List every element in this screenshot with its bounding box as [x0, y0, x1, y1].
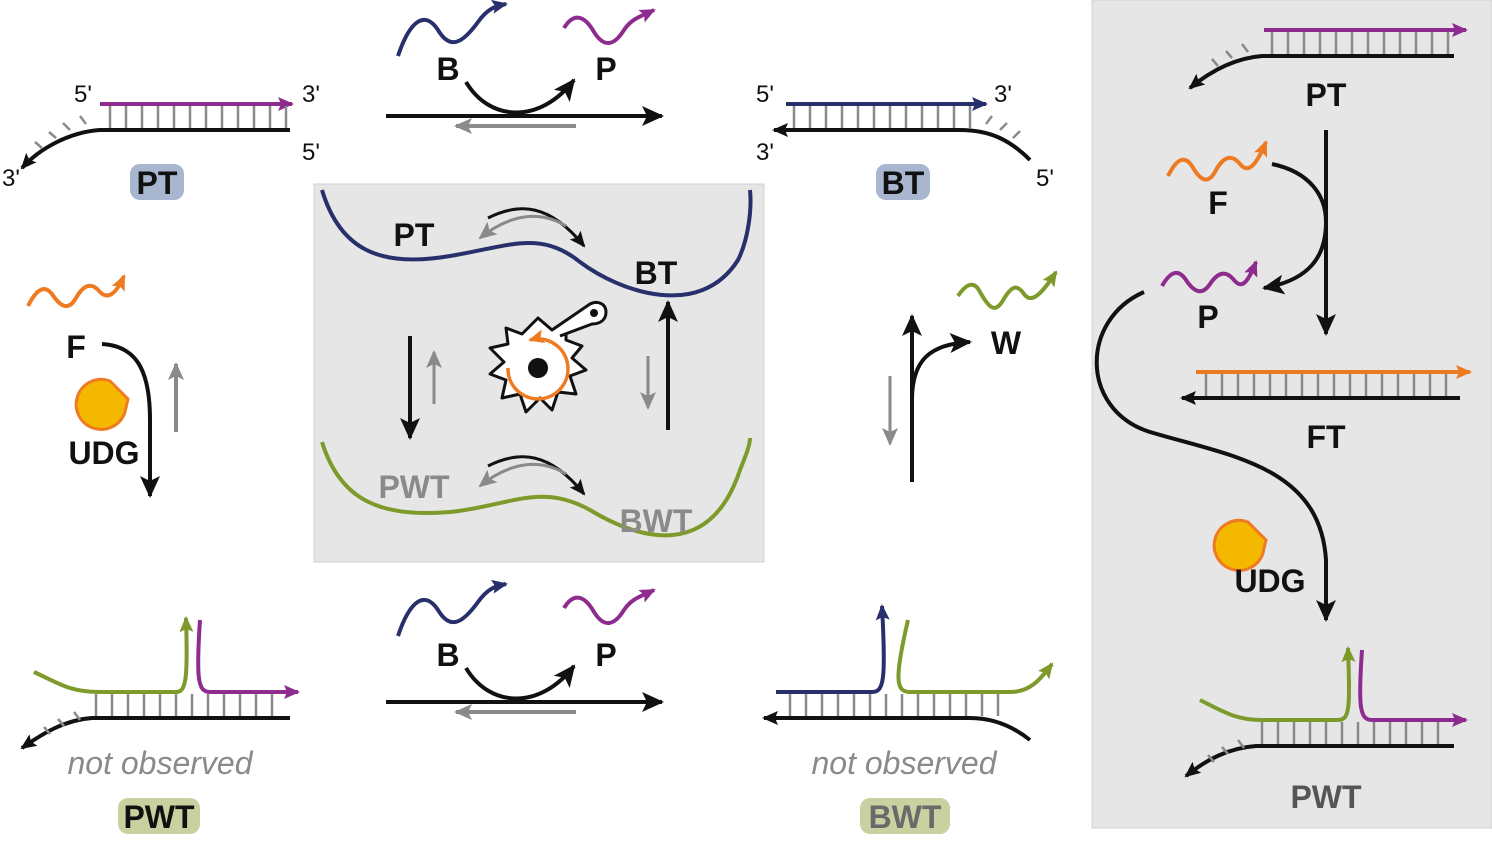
energy-bt-label: BT: [635, 255, 678, 291]
energy-bwt-label: BWT: [620, 503, 693, 539]
side-p-label: P: [1197, 299, 1218, 335]
bwt-badge: [860, 798, 950, 834]
udg-pacman-left: [74, 377, 130, 431]
bt-end-5-top: 5': [756, 81, 774, 108]
energy-panel: PT BT PWT BWT: [320, 189, 753, 539]
p-label-bottom: P: [595, 637, 616, 673]
w-label: W: [991, 325, 1022, 361]
energy-pt-label: PT: [394, 217, 435, 253]
bt-duplex: 5' 3' 3' 5' BT: [756, 81, 1054, 201]
bwt-label: BWT: [869, 799, 942, 835]
side-ft-duplex: FT: [1180, 365, 1472, 455]
pwt-badge-bottom-left: [118, 798, 200, 834]
ratchet-icon: [488, 300, 608, 414]
udg-label-left: UDG: [68, 435, 139, 471]
side-f-label: F: [1208, 185, 1228, 221]
side-pt-label: PT: [1306, 77, 1347, 113]
bt-end-3-bottom: 3': [756, 139, 774, 166]
side-pwt-label: PWT: [1290, 779, 1362, 815]
bt-end-3-top: 3': [994, 81, 1012, 108]
pt-end-3-bottom: 3': [2, 165, 20, 192]
bwt-complex: not observed BWT: [762, 604, 1054, 835]
side-panel-background: [1091, 0, 1492, 829]
w-branch: W: [882, 270, 1058, 482]
pt-end-5-bottom: 5': [302, 139, 320, 166]
bottom-exchange: B P: [386, 579, 664, 720]
bt-label: BT: [882, 165, 925, 201]
side-pwt-complex: PWT: [1184, 646, 1468, 815]
p-label-top: P: [595, 51, 616, 87]
side-pt-duplex: PT: [1188, 23, 1468, 113]
pt-end-3-top: 3': [302, 81, 320, 108]
udg-pacman-side: [1212, 518, 1268, 572]
b-label-top: B: [436, 51, 459, 87]
pwt-complex: not observed PWT: [20, 616, 300, 835]
pt-duplex: 5' 3' 3' 5' PT: [2, 81, 320, 201]
f-label-left: F: [66, 329, 86, 365]
pt-end-5-top: 5': [74, 81, 92, 108]
b-label-bottom: B: [436, 637, 459, 673]
side-udg-label: UDG: [1234, 563, 1305, 599]
side-ft-label: FT: [1306, 419, 1346, 455]
note-not-observed-left: not observed: [67, 745, 253, 781]
pwt-label-bottom-left: PWT: [123, 799, 195, 835]
energy-pwt-label: PWT: [378, 469, 450, 505]
pt-badge: [130, 164, 184, 200]
top-exchange: B P: [386, 0, 664, 134]
pt-label: PT: [137, 165, 178, 201]
bt-end-5-bottom: 5': [1036, 165, 1054, 192]
bt-badge: [876, 164, 930, 200]
note-not-observed-right: not observed: [811, 745, 997, 781]
side-panel: PT F P FT: [1094, 23, 1472, 815]
left-f-udg-step: F UDG: [26, 274, 184, 498]
